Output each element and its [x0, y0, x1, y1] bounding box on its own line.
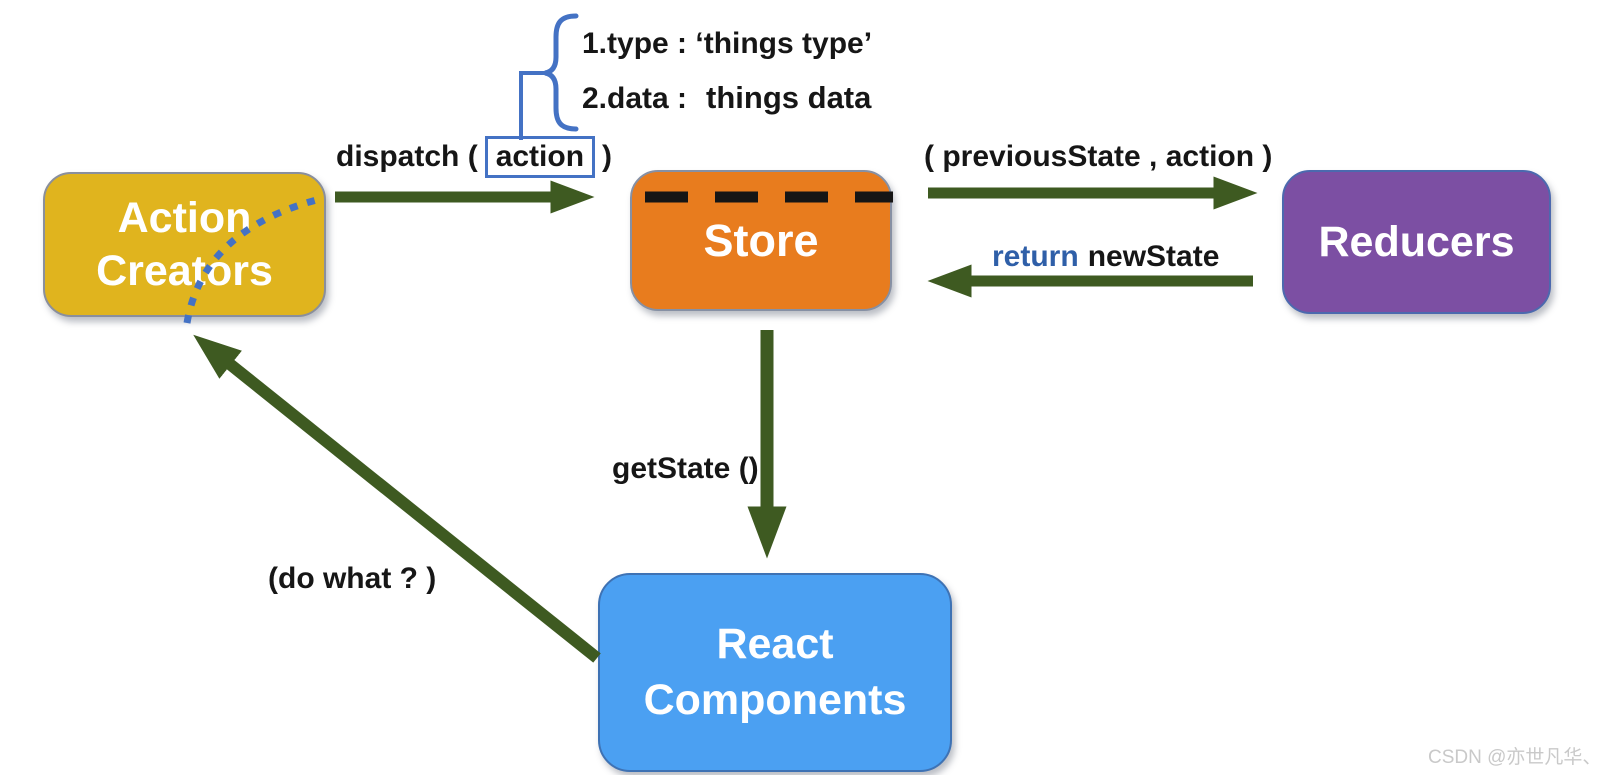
do-what-arrow [193, 334, 601, 663]
dispatch-label-prefix: dispatch ( [336, 140, 478, 173]
node-action-creators: Action Creators [43, 172, 326, 317]
newstate-text: newState [1087, 240, 1220, 273]
action-highlight-box: action [484, 136, 596, 178]
curly-brace [544, 13, 579, 132]
node-react-components: React Components [598, 573, 952, 772]
action-type-annotation: 1.type : ‘things type’ [582, 27, 873, 60]
getstate-label: getState () [612, 452, 759, 485]
node-store: Store [630, 170, 892, 311]
node-reducers: Reducers [1282, 170, 1551, 314]
csdn-watermark: CSDN @亦世凡华、 [1428, 747, 1602, 768]
action-data-annotation-value: things data [706, 80, 872, 115]
action-data-annotation-key: 2.data : [582, 82, 688, 115]
node-action-creators-label-line2: Creators [96, 246, 273, 295]
return-keyword: return [992, 240, 1079, 273]
node-react-components-label-line2: Components [643, 675, 907, 724]
dispatch-edge-label: dispatch ( action ) [336, 136, 612, 178]
node-react-components-label-line1: React [716, 619, 834, 668]
node-reducers-label: Reducers [1318, 217, 1515, 266]
dispatch-label-suffix: ) [602, 140, 613, 173]
previousstate-action-label: ( previousState , action ) [924, 140, 1273, 173]
do-what-label: (do what ? ) [268, 562, 437, 595]
node-action-creators-label-line1: Action [117, 194, 252, 243]
brace-to-action-connector [519, 71, 545, 140]
node-store-label: Store [703, 214, 819, 266]
action-data-annotation: 2.data : things data [582, 80, 871, 116]
